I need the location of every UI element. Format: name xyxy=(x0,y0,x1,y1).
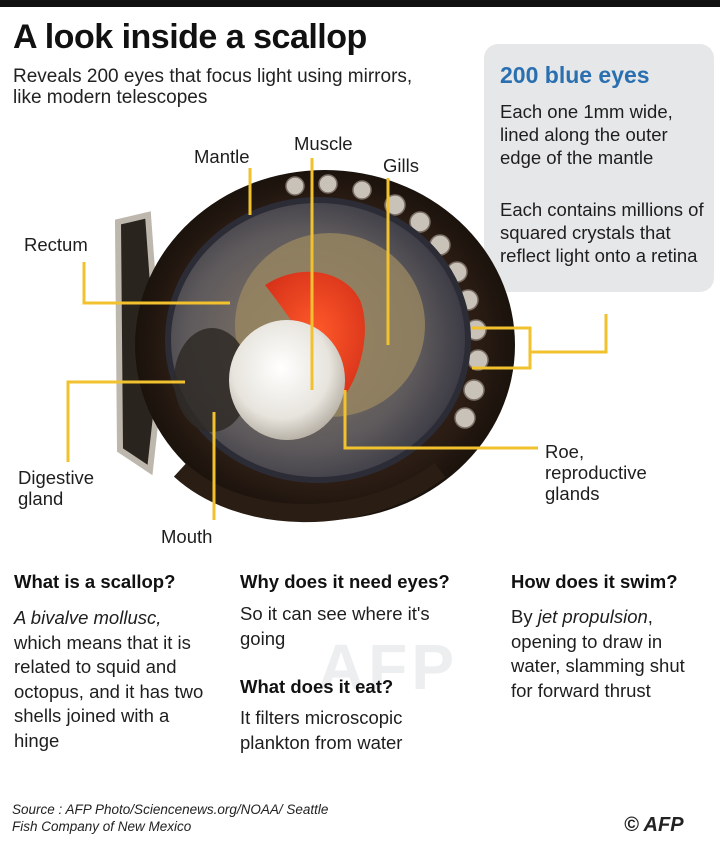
afp-watermark: AFP xyxy=(318,631,458,703)
top-rule xyxy=(0,0,720,7)
col3-body: , opening to draw in water, slamming shu… xyxy=(511,606,685,701)
scallop-diagram xyxy=(66,158,608,523)
leader-lines xyxy=(66,158,608,520)
col2-text: So it can see where it's going xyxy=(240,603,430,649)
label-mantle: Mantle xyxy=(194,146,250,167)
label-muscle: Muscle xyxy=(294,133,353,154)
adductor-muscle xyxy=(229,320,345,440)
col2-heading2: What does it eat? xyxy=(240,676,394,697)
col3-emphasis: jet propulsion xyxy=(537,606,648,627)
col1-heading: What is a scallop? xyxy=(14,571,176,592)
col3-text: By jet propulsion, opening to draw in wa… xyxy=(511,605,701,703)
col2-heading: Why does it need eyes? xyxy=(240,571,450,592)
col1-body: which means that it is related to squid … xyxy=(14,631,204,751)
digestive-gland xyxy=(174,328,250,432)
source-credit: Source : AFP Photo/Sciencenews.org/NOAA/… xyxy=(12,802,329,834)
panel-crystals-text: Each contains millions of squared crysta… xyxy=(500,199,704,266)
blue-eyes-panel: 200 blue eyes Each one 1mm wide, lined a… xyxy=(484,44,714,292)
afp-logo: © AFP xyxy=(624,814,684,836)
subtitle: Reveals 200 eyes that focus light using … xyxy=(13,66,413,108)
shell-lower-lip xyxy=(173,462,446,523)
label-mouth: Mouth xyxy=(161,526,213,547)
col1-text: A bivalve mollusc, which means that it i… xyxy=(14,606,209,753)
col3-heading: How does it swim? xyxy=(511,571,678,592)
label-gills: Gills xyxy=(383,155,419,176)
col2-text2: It filters microscopic plankton from wat… xyxy=(240,707,403,753)
col1-emphasis: A bivalve mollusc, xyxy=(14,607,162,628)
panel-eye-size-text: Each one 1mm wide, lined along the outer… xyxy=(500,101,673,168)
label-rectum: Rectum xyxy=(24,234,88,255)
col3-pre: By xyxy=(511,606,533,627)
panel-title: 200 blue eyes xyxy=(500,62,650,88)
label-roe: Roe, reproductive glands xyxy=(545,441,647,504)
page-title: A look inside a scallop xyxy=(13,18,367,56)
label-digestive-gland: Digestive gland xyxy=(18,467,95,509)
